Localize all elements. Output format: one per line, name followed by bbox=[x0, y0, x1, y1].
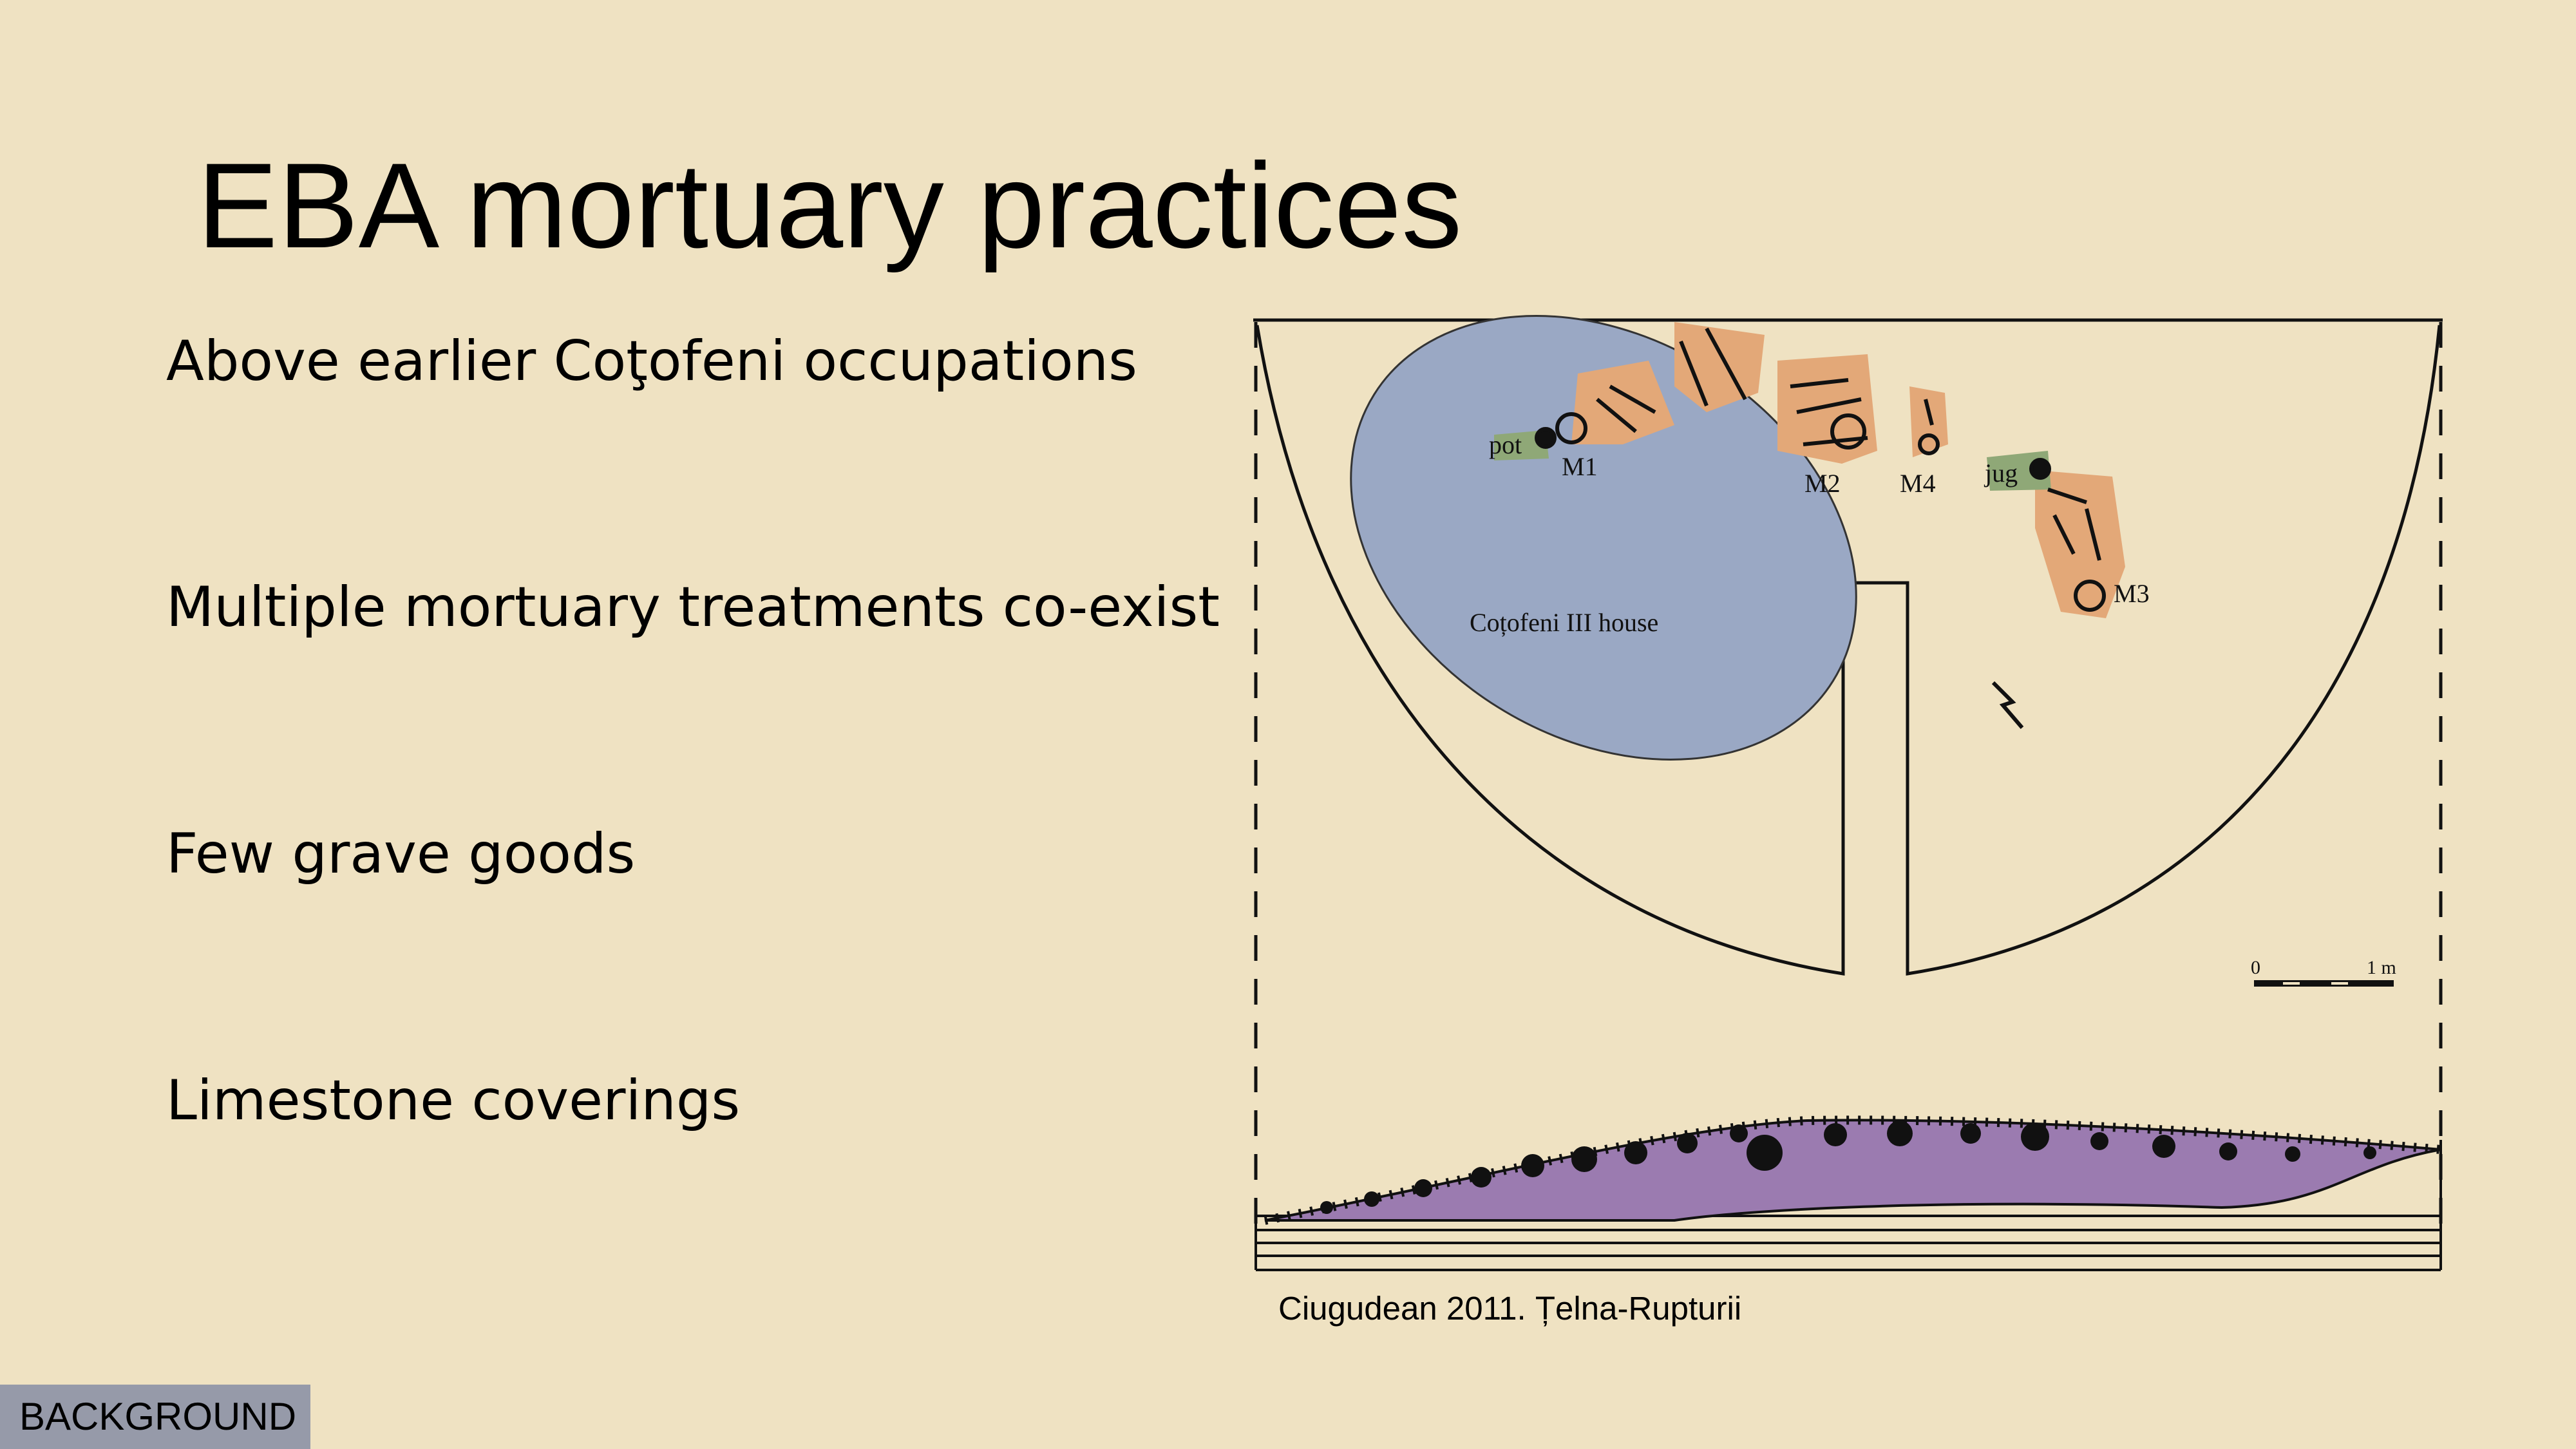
label-m3: M3 bbox=[2114, 579, 2150, 608]
skeleton-marks bbox=[1535, 327, 2106, 729]
burials bbox=[1571, 322, 2125, 618]
scale-end-label: 1 m bbox=[2367, 957, 2396, 978]
scale-start-label: 0 bbox=[2251, 957, 2260, 978]
label-jug: jug bbox=[1984, 459, 2018, 488]
bullet-1: Above earlier Coţofeni occupations bbox=[166, 329, 1137, 393]
bullet-3: Few grave goods bbox=[166, 822, 636, 886]
figure-caption: Ciugudean 2011. Țelna-Rupturii bbox=[1278, 1290, 1742, 1327]
slide-title: EBA mortuary practices bbox=[197, 138, 1463, 273]
bullet-4: Limestone coverings bbox=[166, 1068, 741, 1133]
label-house: Coțofeni III house bbox=[1470, 608, 1658, 637]
figure-labels: pot M1 M2 M4 jug M3 Coțofeni III house bbox=[1470, 430, 2150, 637]
section-badge: BACKGROUND bbox=[0, 1385, 310, 1449]
trench-outline bbox=[1253, 318, 2443, 1224]
bullet-2: Multiple mortuary treatments co-exist bbox=[166, 575, 1220, 639]
label-m4: M4 bbox=[1900, 469, 1936, 498]
scale-bar: 0 1 m bbox=[2251, 957, 2396, 987]
section-profile bbox=[1255, 1115, 2442, 1271]
label-m2: M2 bbox=[1804, 469, 1841, 498]
label-m1: M1 bbox=[1562, 452, 1598, 481]
label-pot: pot bbox=[1489, 430, 1522, 459]
